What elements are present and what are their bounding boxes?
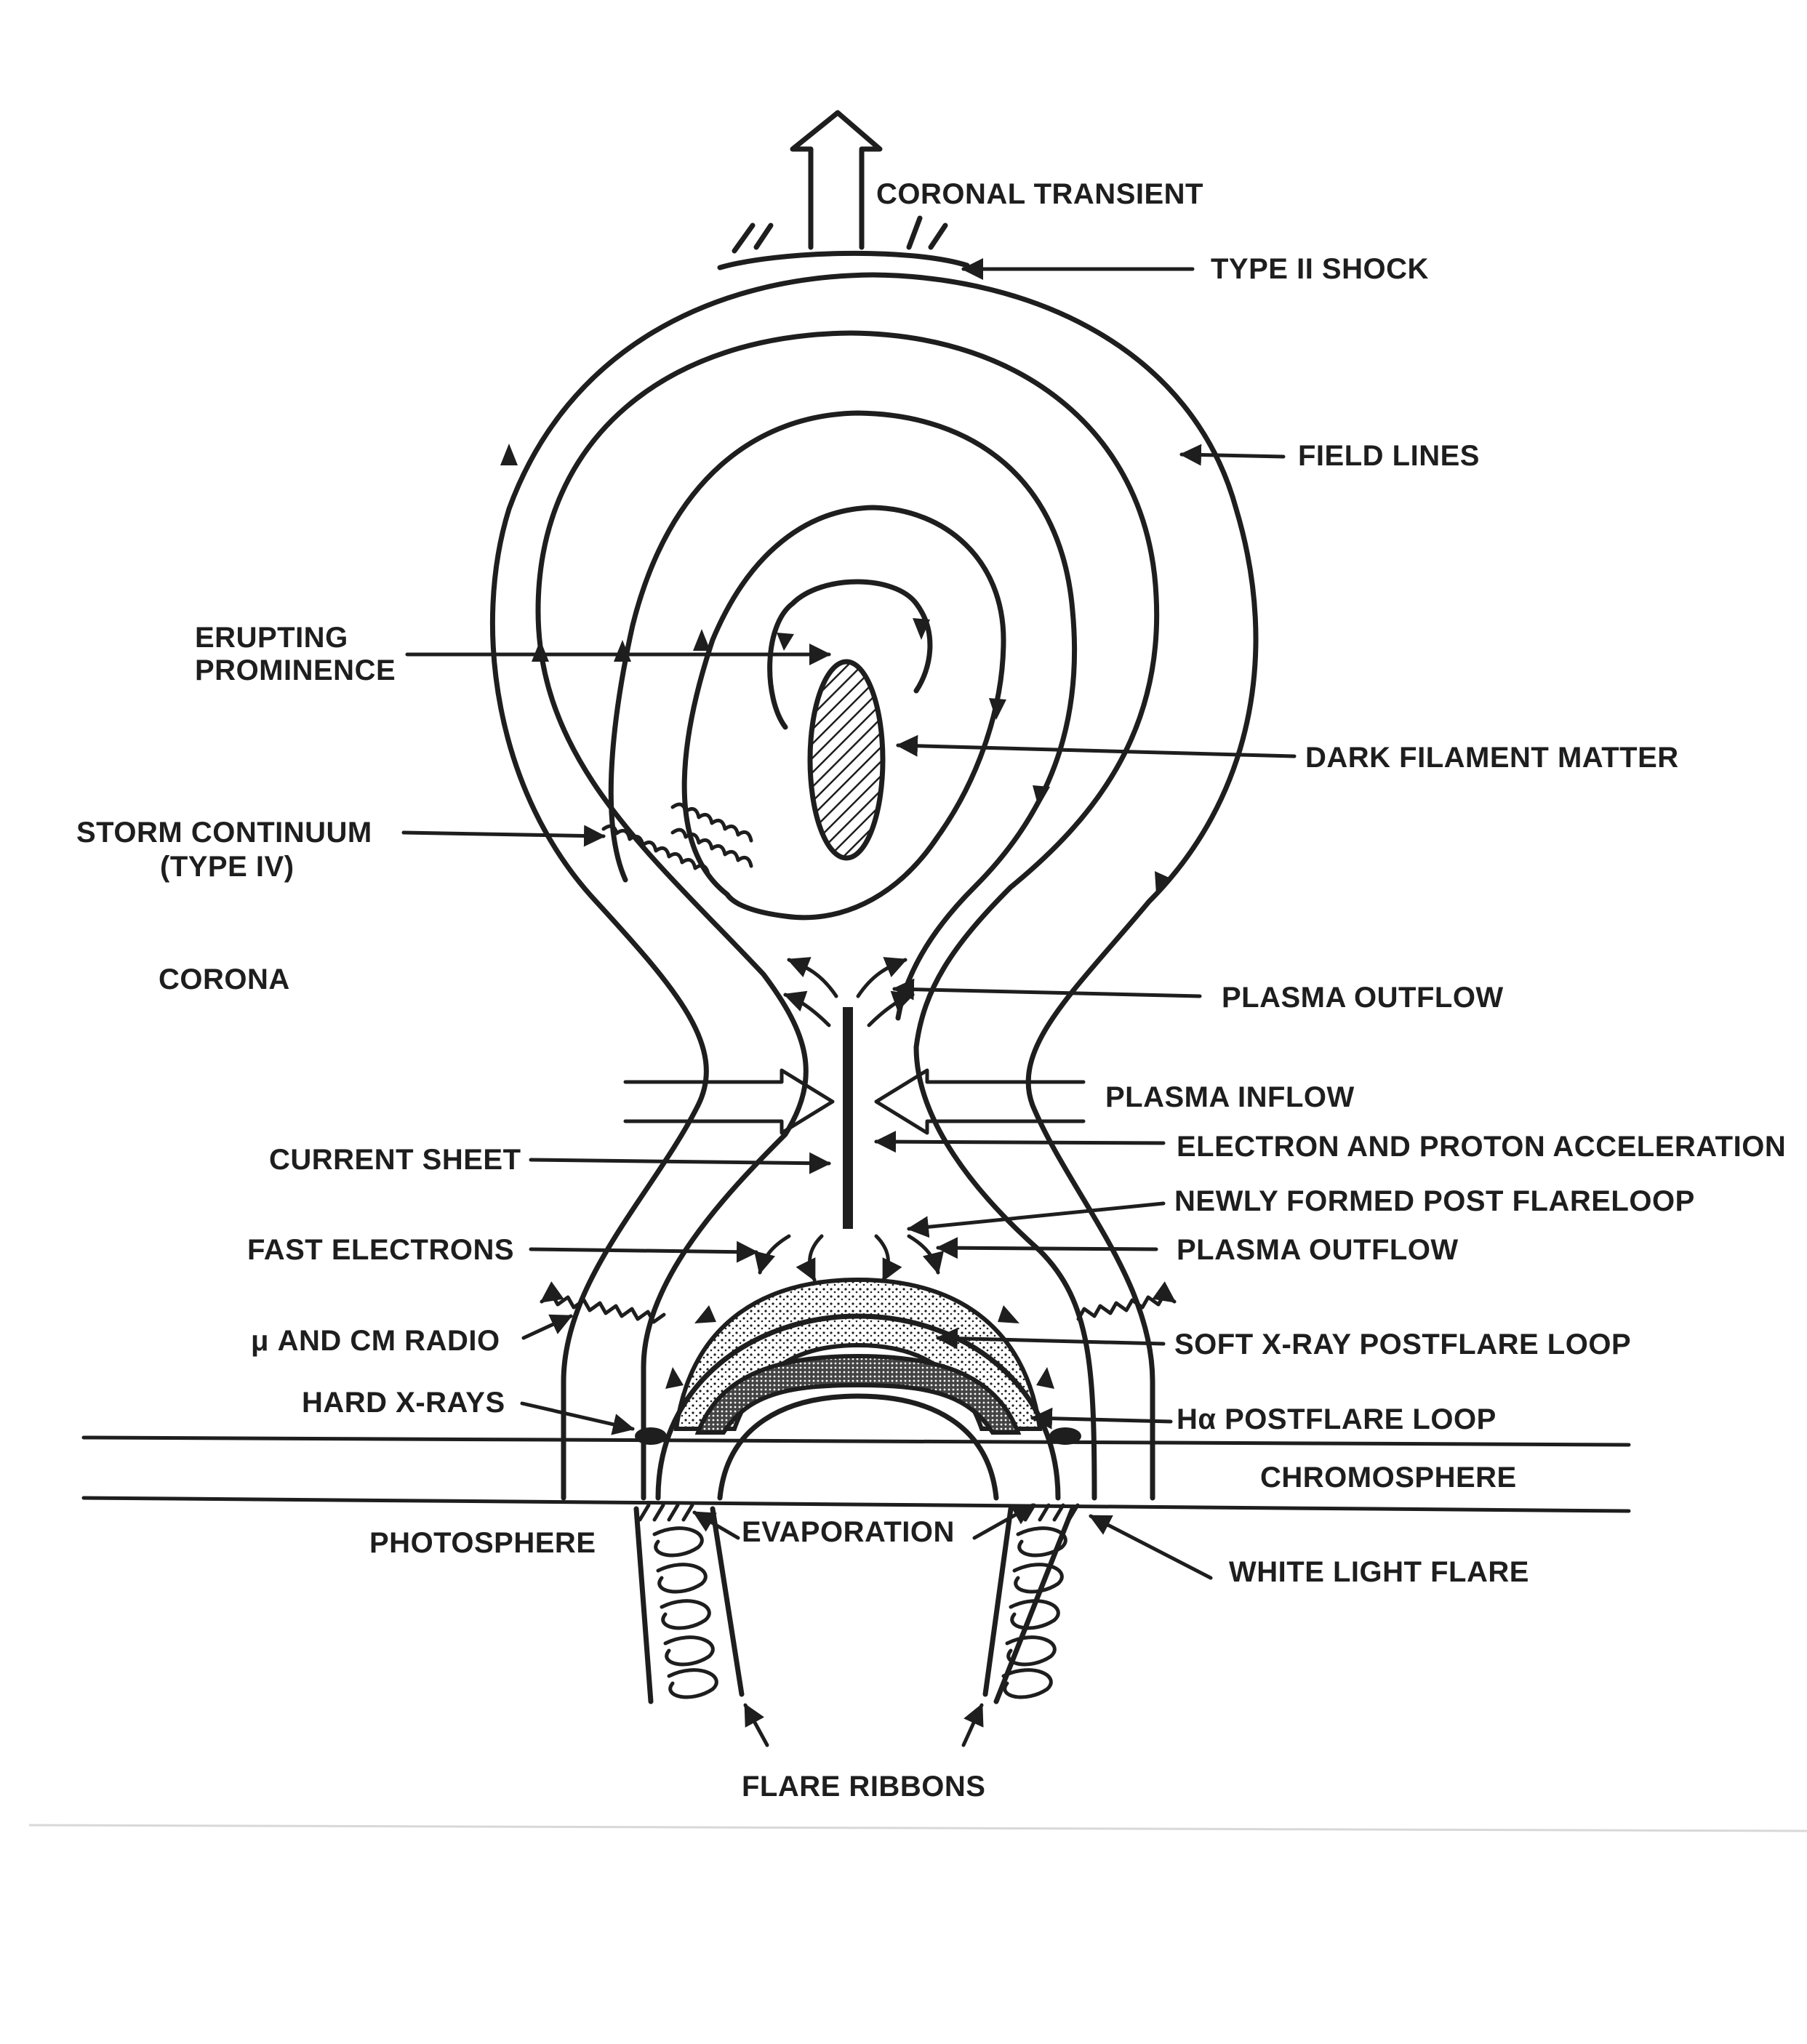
label-electron-proton-acceleration: ELECTRON AND PROTON ACCELERATION [1177,1131,1786,1163]
leader-lines [401,258,1297,1747]
field-line-1 [489,272,1259,1501]
page-edge [28,1824,1807,1832]
labels: CORONAL TRANSIENT TYPE II SHOCK FIELD LI… [76,178,1786,1803]
arrow-icon [1033,785,1050,807]
label-dark-filament-matter: DARK FILAMENT MATTER [1305,742,1679,774]
soft-xray-loop [673,1277,1043,1431]
arrow-icon [1036,1367,1054,1389]
plasma-inflow-right-arrow [874,1068,1086,1135]
arrow-icon [913,618,930,640]
label-mu-cm-radio: μ AND CM RADIO [251,1325,500,1357]
field-lines [489,272,1259,1501]
arrow-icon [532,640,549,662]
postflare-loops [635,1277,1081,1501]
ha-postflare-loop [694,1353,1022,1435]
hard-xray-footpoint [635,1427,667,1445]
radio-emission-wiggles [540,1281,1177,1324]
photosphere-line [81,1496,1631,1513]
label-fast-electrons: FAST ELECTRONS [247,1234,514,1266]
arrow-icon [694,1305,716,1323]
arrow-icon [989,698,1006,720]
flare-ribbons [633,1503,1080,1704]
label-chromosphere: CHROMOSPHERE [1260,1462,1517,1494]
label-plasma-inflow: PLASMA INFLOW [1105,1081,1355,1113]
arrow-icon [1155,871,1171,894]
field-line-2 [535,330,1160,1501]
hard-xray-footpoint [1049,1427,1081,1445]
label-erupting: ERUPTING [195,622,348,654]
label-type-ii-shock: TYPE II SHOCK [1211,253,1429,285]
arrow-icon [500,444,518,465]
field-line-3 [608,410,1078,1021]
label-photosphere: PHOTOSPHERE [369,1527,596,1559]
label-storm-continuum: STORM CONTINUUM [76,817,372,849]
label-newly-formed-post-flareloop: NEWLY FORMED POST FLARELOOP [1174,1185,1695,1217]
arrow-icon [665,1367,684,1389]
chromosphere-top-line [81,1435,1631,1447]
label-prominence: PROMINENCE [195,654,396,686]
label-evaporation: EVAPORATION [742,1516,955,1548]
storm-continuum-wiggles [601,802,753,876]
label-soft-xray-postflare-loop: SOFT X-RAY POSTFLARE LOOP [1174,1328,1631,1360]
arrow-icon [777,633,794,651]
label-coronal-transient: CORONAL TRANSIENT [876,178,1203,210]
label-plasma-outflow-top: PLASMA OUTFLOW [1222,982,1504,1014]
label-white-light-flare: WHITE LIGHT FLARE [1229,1556,1529,1588]
plasma-inflow-left-arrow [623,1068,835,1135]
label-current-sheet: CURRENT SHEET [269,1144,521,1176]
reconnection-region [623,957,1086,1282]
label-type-iv: (TYPE IV) [160,851,295,883]
left-ribbon-coil [652,1526,718,1699]
label-hard-xrays: HARD X-RAYS [302,1387,505,1419]
right-ribbon-coil [1001,1526,1067,1699]
surface-lines [81,1435,1631,1513]
arrow-icon [998,1305,1019,1323]
label-plasma-outflow-bottom: PLASMA OUTFLOW [1177,1234,1459,1266]
type-ii-shock [717,215,970,270]
label-flare-ribbons: FLARE RIBBONS [742,1771,985,1803]
coronal-transient-arrow [790,110,883,250]
label-corona: CORONA [159,963,290,995]
arrow-icon [693,629,710,651]
field-line-inner-loop [767,579,933,730]
field-line-4 [681,505,1006,921]
label-ha-postflare-loop: Hα POSTFLARE LOOP [1177,1403,1497,1435]
label-field-lines: FIELD LINES [1298,440,1480,472]
dark-filament [807,659,886,861]
